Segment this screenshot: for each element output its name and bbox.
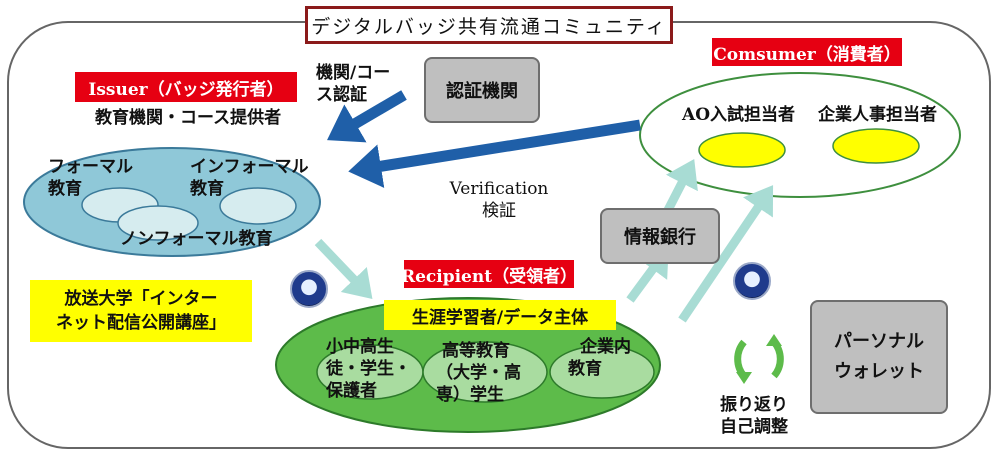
hr-staff-label: 企業人事担当者 [818,105,937,125]
personal-wallet-box: パーソナル ウォレット [810,300,948,414]
open-university-line-2: ネット配信公開講座」 [56,313,226,333]
open-university-line-1: 放送大学「インター [64,289,218,309]
informal-label-1: インフォーマル [190,157,309,177]
reflection-cycle-left [734,339,747,379]
issuer-ellipse [23,147,321,257]
reflection-label-1: 振り返り [720,395,788,415]
hr-yellow-oval [832,128,920,164]
consumer-ellipse [639,72,961,198]
k12-label-1: 小中高生 [326,337,394,357]
higher-ed-label-1: 高等教育 [442,341,510,361]
verification-arrow [348,119,641,188]
issue-badge-arrow [314,238,373,300]
personal-wallet-line-2: ウォレット [834,361,924,382]
verification-label-en: Verification [449,179,549,199]
higher-ed-label-2: （大学・高 [436,363,521,383]
to-info-bank-arrow [626,247,669,303]
community-title: デジタルバッジ共有流通コミュニティ [305,6,673,44]
recipient-to-consumer-arrow [678,185,774,323]
reflection-cycle-right [771,339,784,379]
informal-education-oval [219,187,297,225]
k12-label-3: 保護者 [326,381,377,401]
certification-arrow [327,90,407,143]
bank-to-consumer-arrow [663,158,698,213]
k12-label-2: 徒・学生・ [326,359,411,379]
higher-education-oval [422,341,548,403]
formal-label-1: フォーマル [48,157,133,177]
recipient-label: Recipient（受領者） [401,260,577,288]
ao-admissions-label: AO入試担当者 [682,105,795,125]
corporate-education-oval [549,345,655,399]
reflection-label-2: 自己調整 [720,417,788,437]
ao-yellow-oval [698,132,786,168]
certifier-box: 認証機関 [424,57,540,123]
digital-badge-icon-left [290,270,328,308]
digital-badge-icon-right [733,262,771,300]
consumer-label: Comsumer（消費者） [712,38,902,66]
higher-ed-label-3: 専）学生 [436,385,504,405]
formal-label-2: 教育 [48,179,82,199]
info-bank-box: 情報銀行 [600,208,720,264]
corporate-ed-label-2: 教育 [568,359,602,379]
verification-label-ja: 検証 [482,201,516,221]
personal-wallet-line-1: パーソナル [834,331,924,352]
open-university-box: 放送大学「インター ネット配信公開講座」 [30,280,252,342]
reflection-cycle-head-right [766,334,782,346]
issuer-label: Issuer（バッジ発行者） [75,72,297,102]
nonformal-label: ノンフォーマル教育 [120,229,273,249]
certification-arrow-label-2: ス認証 [316,85,367,105]
certification-arrow-label-1: 機関/コー [316,63,391,83]
corporate-ed-label-1: 企業内 [580,337,631,357]
recipient-subtitle: 生涯学習者/データ主体 [384,300,616,330]
reflection-cycle-head-left [736,372,752,384]
nonformal-education-oval [117,205,199,241]
informal-label-2: 教育 [190,179,224,199]
issuer-subtitle: 教育機関・コース提供者 [95,108,282,128]
